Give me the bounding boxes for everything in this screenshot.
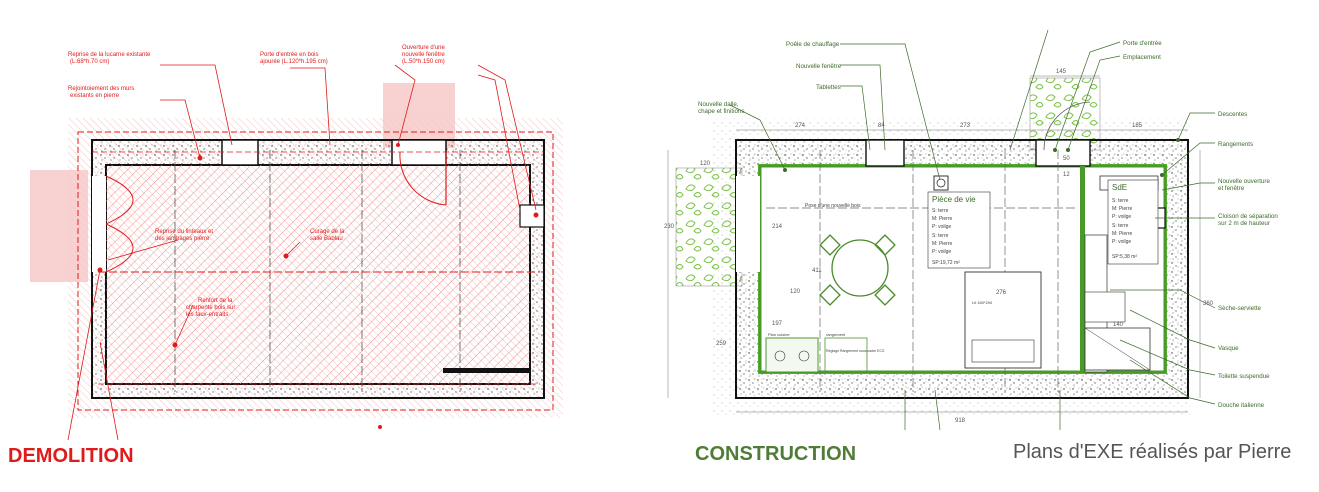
room-sde-line-4: S: terre	[1112, 223, 1129, 229]
construction-plan: Poêle de chauffage Nouvelle fenêtre Tabl…	[664, 29, 1278, 431]
demolition-label-ouverture: Ouverture d'une	[402, 45, 446, 51]
room-sde-name: SdE	[1112, 183, 1127, 192]
demolition-label-jambages: des jambages pierre	[155, 236, 210, 242]
dim-left-3: 259	[716, 341, 727, 347]
demolition-label-charpente: charpente bois sur	[186, 305, 235, 311]
demolition-label-linteaux: Reprise du linteaux et	[155, 229, 213, 235]
construction-label-porte: Porte d'entrée	[1123, 40, 1162, 47]
construction-label-seche-serviette: Sèche-serviette	[1218, 305, 1262, 312]
storage-label: rangement	[826, 332, 846, 337]
beam-label: Pose d'une nouvelle bois	[805, 203, 861, 209]
dim-inner-5: 276	[996, 290, 1007, 296]
demolition-label-entraits: les faux-entraits	[186, 312, 228, 318]
demolition-label-salle: salle Bablau	[310, 236, 343, 242]
construction-label-tablettes: Tablettes	[816, 84, 841, 91]
dim-inner-6: 140	[1113, 322, 1124, 328]
demolition-label-fenetre: nouvelle fenêtre	[402, 52, 445, 58]
demolition-label-porte: Porte d'entrée en bois	[260, 52, 319, 58]
construction-label-dalle: Nouvelle dalle,	[698, 101, 739, 108]
garden-left	[675, 167, 743, 287]
demolition-label-fenetre-size: (L.50*h.150 cm)	[402, 59, 445, 65]
storage-note: Réglage Rangement sous cadre ECS	[826, 349, 885, 353]
construction-label-cloison-hauteur: sur 2 m de hauteur	[1218, 220, 1270, 227]
room-main-area: SP:19,72 m²	[932, 260, 960, 266]
dim-top-2: 84	[878, 123, 885, 129]
demolition-label-curage: Curage de la	[310, 229, 345, 235]
dim-bottom: 918	[955, 418, 966, 424]
room-sde-line-5: M: Pierre	[1112, 231, 1133, 237]
construction-label-ouverture-fenetre: et fenêtre	[1218, 185, 1245, 192]
demolition-label-porte-size: ajourée (L.120*h.195 cm)	[260, 59, 328, 65]
construction-label-descentes: Descentes	[1218, 111, 1247, 118]
construction-label-rangements: Rangements	[1218, 141, 1253, 148]
bed	[964, 271, 1042, 369]
demolition-door-zone	[30, 170, 88, 282]
construction-label-douche: Douche italienne	[1218, 402, 1265, 409]
demolition-label-renfort: Renfort de la	[198, 298, 233, 304]
dining-table	[819, 234, 896, 306]
dim-inner-3: 411	[812, 268, 822, 274]
room-sde-line-6: P: voilge	[1112, 239, 1131, 245]
bed-label: Lit 160*200	[972, 300, 993, 305]
construction-label-ouverture: Nouvelle ouverture	[1218, 178, 1270, 185]
dim-inner-4: 197	[772, 321, 783, 327]
kitchen-unit	[765, 337, 819, 373]
room-main-line-3: P: voilge	[932, 224, 951, 230]
demolition-window-zone	[383, 83, 455, 148]
dim-top-3: 273	[960, 123, 971, 129]
dim-right: 360	[1203, 301, 1214, 307]
room-main-name: Pièce de vie	[932, 195, 976, 204]
dim-top-upper: 145	[1056, 69, 1067, 75]
dim-top-4: 185	[1132, 123, 1143, 129]
dim-left-2: 230	[664, 224, 675, 230]
room-main-line-5: M: Pierre	[932, 241, 953, 247]
demolition-dashed-outline	[77, 131, 554, 411]
dim-inner-2: 214	[772, 224, 783, 230]
construction-title: CONSTRUCTION	[695, 443, 857, 465]
dim-inner-8: 12	[1063, 172, 1070, 178]
dim-top-1: 274	[795, 123, 806, 129]
construction-label-poele: Poêle de chauffage	[786, 41, 840, 48]
demolition-label-murs: existants en pierre	[70, 93, 120, 99]
demolition-label-rejointoiement: Rejointoiement des murs	[68, 86, 134, 92]
room-main-line-1: S: terre	[932, 208, 949, 214]
demolition-interior-hatch	[106, 165, 530, 384]
room-sde-line-1: S: terre	[1112, 198, 1129, 204]
room-sde-line-2: M: Pierre	[1112, 206, 1133, 212]
room-sde-area: SP:5,38 m²	[1112, 254, 1137, 260]
room-main-line-4: S: terre	[932, 233, 949, 239]
demolition-label-lucarne: Reprise de la lucarne existante	[68, 52, 151, 58]
construction-label-emplacement: Emplacement	[1123, 54, 1161, 61]
dim-inner-1: 120	[790, 289, 801, 295]
demolition-label-lucarne-size: (L.68*h.70 cm)	[70, 59, 109, 65]
construction-label-toilette: Toilette suspendue	[1218, 373, 1270, 380]
room-main-line-2: M: Pierre	[932, 216, 953, 222]
garden-top	[1029, 77, 1101, 151]
dim-inner-7: 50	[1063, 156, 1070, 162]
dim-left-1: 120	[700, 161, 711, 167]
construction-label-cloison: Cloison de séparation	[1218, 213, 1278, 220]
construction-label-chape: chape et finitions	[698, 108, 744, 115]
construction-label-nouvelle-fenetre: Nouvelle fenêtre	[796, 63, 842, 70]
demolition-plan: Reprise de la lucarne existante (L.68*h.…	[30, 45, 563, 441]
demolition-title: DEMOLITION	[8, 445, 134, 467]
kitchen-label: Plan cuisine	[768, 332, 790, 337]
room-sde-line-3: P: voilge	[1112, 214, 1131, 220]
room-main-line-6: P: voilge	[932, 249, 951, 255]
construction-label-vasque: Vasque	[1218, 345, 1239, 352]
credit-text: Plans d'EXE réalisés par Pierre	[1013, 441, 1292, 463]
